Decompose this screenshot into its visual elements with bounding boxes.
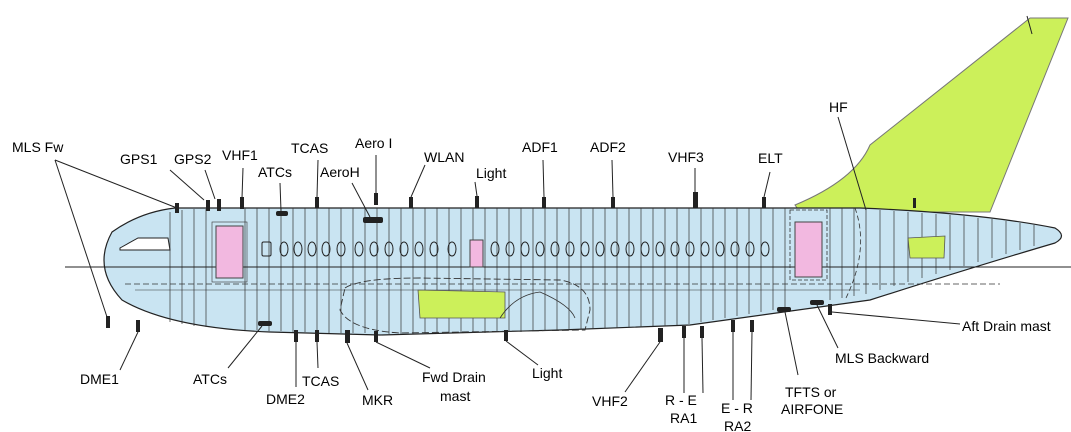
forward-door-frame <box>211 221 248 283</box>
label-ra2-line2: RA2 <box>724 418 751 432</box>
aft-door-frame <box>789 209 828 281</box>
label-elt: ELT <box>758 150 783 166</box>
label-vhf1: VHF1 <box>222 147 258 163</box>
overwing-exit <box>469 239 484 268</box>
label-vhf2: VHF2 <box>592 393 628 409</box>
tail-cone-panel <box>907 235 946 259</box>
cabin-windows <box>261 241 770 257</box>
wing-green-panel <box>417 289 506 319</box>
label-ra1-line2: RA1 <box>670 410 697 426</box>
forward-door <box>215 225 244 279</box>
label-gps1: GPS1 <box>120 151 158 167</box>
label-dme2: DME2 <box>266 391 305 407</box>
label-mls-fw: MLS Fw <box>12 139 64 155</box>
label-aeroh: AeroH <box>320 164 360 180</box>
bottom-antennas <box>106 300 832 343</box>
label-atcs-top: ATCs <box>258 164 292 180</box>
label-vhf3: VHF3 <box>668 149 704 165</box>
wing-outline <box>499 291 576 319</box>
label-tcas-top: TCAS <box>291 140 328 156</box>
label-atcs-bottom: ATCs <box>193 371 227 387</box>
vertical-tail-fin <box>794 17 1069 213</box>
label-fwd-drain-2: mast <box>440 388 470 404</box>
tail-tip-mark <box>1026 15 1033 35</box>
label-adf1: ADF1 <box>522 139 558 155</box>
label-dme1: DME1 <box>80 371 119 387</box>
label-hf: HF <box>829 99 848 115</box>
label-fwd-drain-1: Fwd Drain <box>422 369 486 385</box>
label-aero-i: Aero I <box>355 135 392 151</box>
label-adf2: ADF2 <box>590 139 626 155</box>
leader-lines <box>54 116 961 401</box>
label-aft-drain: Aft Drain mast <box>962 318 1051 334</box>
label-light-bottom: Light <box>532 365 562 381</box>
wing-fairing <box>339 277 591 334</box>
label-mkr: MKR <box>362 392 393 408</box>
tail-dashed-section <box>844 207 861 301</box>
label-tfts-line1: TFTS or <box>785 384 837 400</box>
aft-door <box>794 221 823 278</box>
label-tfts-line2: AIRFONE <box>781 401 843 417</box>
label-wlan: WLAN <box>424 149 464 165</box>
label-gps2: GPS2 <box>174 151 212 167</box>
fuselage <box>103 207 1063 336</box>
label-tcas-bottom: TCAS <box>302 373 339 389</box>
label-mls-backward: MLS Backward <box>835 350 929 366</box>
label-light-top: Light <box>476 165 506 181</box>
label-ra2-line1: E - R <box>721 400 753 416</box>
cockpit-window <box>119 237 171 251</box>
label-ra1-line1: R - E <box>665 392 697 408</box>
